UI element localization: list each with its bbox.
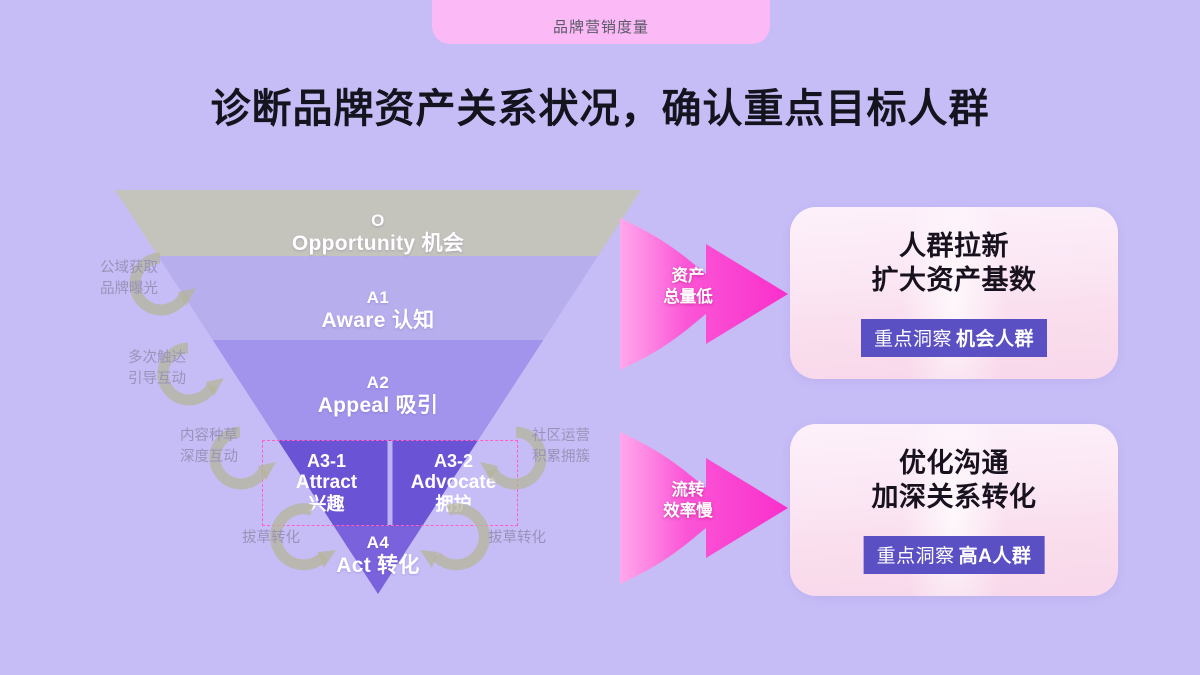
- note-right-2-line1: 拔草转化: [488, 530, 546, 546]
- a3-2-code: A3-2: [433, 450, 473, 471]
- pink-arrow-1: 资产 总量低: [620, 218, 788, 370]
- card-1-badge-value: 机会人群: [956, 329, 1035, 350]
- card-2-headline-line2: 加深关系转化: [871, 482, 1037, 513]
- pink-arrow-2: 流转 效率慢: [620, 432, 788, 584]
- a3-cell-divider: [387, 441, 393, 525]
- card-1-headline-line1: 人群拉新: [899, 231, 1009, 261]
- card-2-badge[interactable]: 重点洞察高A人群: [863, 536, 1045, 574]
- pink-arrow-2-line1: 流转: [671, 481, 705, 499]
- note-left-1-line1: 公域获取: [100, 260, 158, 276]
- pink-arrow-1-line2: 总量低: [663, 288, 713, 307]
- note-right-1-line1: 社区运营: [532, 428, 590, 444]
- pink-arrow-2-shape: [620, 432, 788, 584]
- section-pill-badge: 品牌营销度量: [432, 0, 770, 44]
- note-right-2: 拔草转化: [488, 528, 612, 549]
- note-left-4: 拔草转化: [176, 528, 300, 549]
- pink-arrow-1-shape: [620, 218, 788, 370]
- funnel-shapes: [115, 190, 641, 594]
- pink-arrow-2-line2: 效率慢: [663, 502, 713, 521]
- page-title: 诊断品牌资产关系状况，确认重点目标人群: [210, 87, 990, 131]
- a3-highlight-box: A3-1 Attract 兴趣 A3-2 Advocate 拥护: [262, 440, 518, 526]
- a3-2-en: Advocate: [410, 471, 497, 493]
- card-2-badge-label: 重点洞察: [876, 546, 955, 567]
- pink-arrow-2-label: 流转 效率慢: [604, 480, 772, 523]
- a3-1-code: A3-1: [306, 450, 346, 471]
- pink-arrow-1-line1: 资产: [671, 267, 705, 285]
- note-left-3: 内容种草 深度互动: [114, 426, 238, 468]
- card-2-headline: 优化沟通 加深关系转化: [790, 446, 1118, 514]
- card-1-headline-line2: 扩大资产基数: [871, 265, 1037, 296]
- card-2-headline-line1: 优化沟通: [899, 448, 1009, 478]
- section-pill-label: 品牌营销度量: [552, 19, 649, 36]
- a3-2-cell[interactable]: A3-2 Advocate 拥护: [390, 441, 517, 525]
- note-left-3-line1: 内容种草: [180, 428, 238, 444]
- note-left-4-line1: 拔草转化: [242, 530, 300, 546]
- note-left-1-line2: 品牌曝光: [100, 281, 158, 298]
- a3-1-cn: 兴趣: [308, 494, 345, 515]
- a3-1-cell[interactable]: A3-1 Attract 兴趣: [263, 441, 390, 525]
- card-1-badge[interactable]: 重点洞察机会人群: [860, 319, 1048, 357]
- note-left-1: 公域获取 品牌曝光: [34, 258, 158, 300]
- insight-card-1[interactable]: 人群拉新 扩大资产基数 重点洞察机会人群: [790, 207, 1118, 379]
- pink-arrow-1-label: 资产 总量低: [604, 266, 772, 309]
- note-left-2: 多次触达 引导互动: [62, 348, 186, 390]
- a3-1-en: Attract: [295, 471, 358, 493]
- a3-2-cn: 拥护: [435, 494, 472, 515]
- card-2-badge-value: 高A人群: [958, 546, 1032, 567]
- note-right-1: 社区运营 积累拥簇: [532, 426, 656, 468]
- card-1-headline: 人群拉新 扩大资产基数: [790, 229, 1118, 297]
- note-left-2-line1: 多次触达: [128, 350, 186, 366]
- note-right-1-line2: 积累拥簇: [532, 449, 590, 466]
- insight-card-2[interactable]: 优化沟通 加深关系转化 重点洞察高A人群: [790, 424, 1118, 596]
- note-left-3-line2: 深度互动: [180, 449, 238, 466]
- note-left-2-line2: 引导互动: [128, 371, 186, 388]
- card-1-badge-label: 重点洞察: [873, 329, 952, 350]
